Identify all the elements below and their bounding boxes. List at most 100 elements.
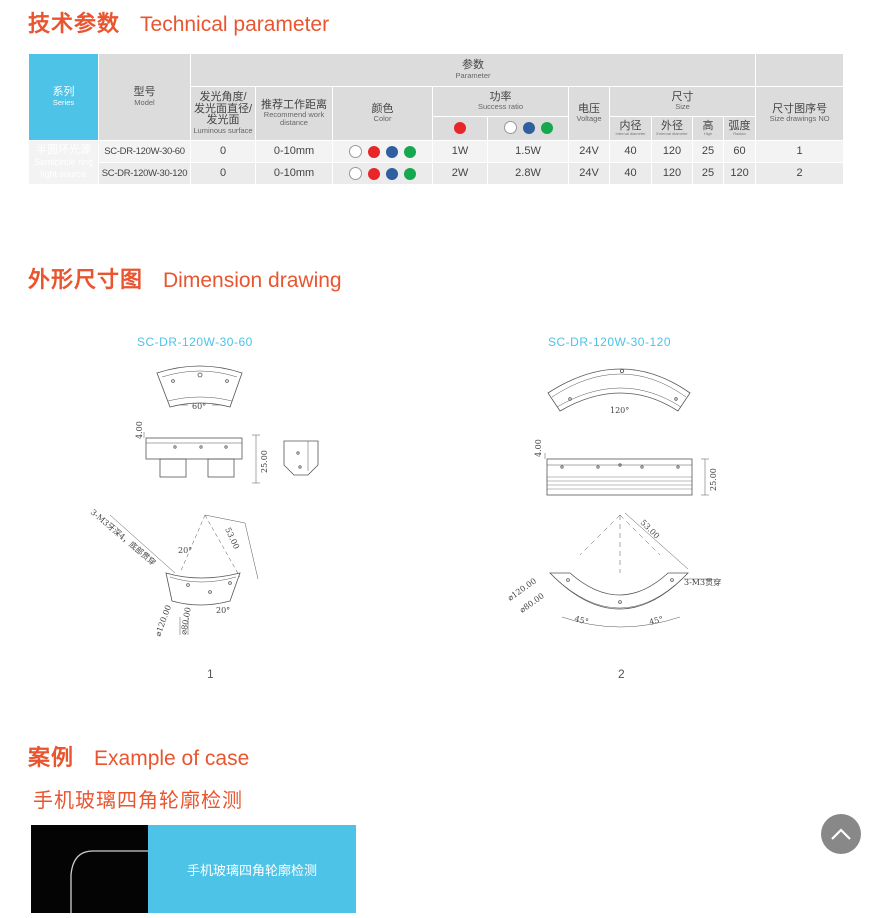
- green-color-dot: [404, 167, 416, 180]
- height-cell: 25: [692, 162, 724, 185]
- height-header-zh: 高: [702, 119, 714, 132]
- radian-cell: 60: [722, 140, 757, 163]
- radian-header-zh: 弧度: [728, 119, 751, 132]
- voltage-cell: 24V: [568, 140, 610, 163]
- power-mono-swatch-cell: [432, 116, 488, 141]
- blue-color-dot: [522, 121, 535, 134]
- power-rgbw-cell: 1.5W: [487, 140, 569, 163]
- power-mono-cell: 2W: [432, 162, 488, 185]
- section-title-zh: 案例: [28, 746, 75, 771]
- series-name-zh: 半圆环光源: [36, 143, 91, 156]
- drawing-2-hole-note: 3-M3贯穿: [684, 577, 721, 587]
- drawing-2-angle-45b: 45°: [648, 615, 664, 627]
- case-card[interactable]: 手机玻璃四角轮廓检测: [31, 825, 356, 913]
- inner-header-zh: 内径: [619, 119, 642, 132]
- radian-cell: 120: [722, 162, 757, 185]
- drawing-no-header: 尺寸图序号 Size drawings NO: [755, 86, 845, 141]
- drawing-1-angle-20b: 20°: [216, 606, 230, 615]
- distance-header-en2: distance: [280, 118, 308, 128]
- drawing-2-title: SC-DR-120W-30-120: [548, 335, 671, 349]
- white-color-dot: [349, 145, 362, 158]
- drawing-no-cell: 1: [755, 140, 845, 163]
- blue-color-dot: [386, 145, 398, 158]
- red-color-dot: [454, 121, 466, 134]
- distance-cell: 0-10mm: [255, 140, 333, 163]
- white-color-dot: [349, 167, 362, 180]
- parameter-header-en: Parameter: [455, 70, 491, 80]
- section-title-zh: 技术参数: [28, 12, 121, 37]
- red-color-dot: [368, 167, 380, 180]
- red-color-dot: [368, 145, 380, 158]
- distance-header-en1: Recommend work: [263, 110, 325, 120]
- drawing-1-outer-dia: ⌀120.00: [153, 604, 173, 638]
- power-rgbw-cell: 2.8W: [487, 162, 569, 185]
- parameter-header: 参数 Parameter: [189, 53, 757, 87]
- drawing-1: 60° 4.00 25.00 53.00 20° 20° ⌀120.00 ⌀80…: [89, 365, 319, 638]
- model-header-zh: 型号: [133, 86, 156, 99]
- angle-cell: 0: [190, 162, 256, 185]
- back-to-top-button[interactable]: [821, 814, 861, 854]
- voltage-cell: 24V: [568, 162, 610, 185]
- angle-header-zh2: 发光面直径/: [193, 102, 253, 115]
- inner-header: 内径 Internal diameter: [609, 116, 652, 141]
- distance-cell: 0-10mm: [255, 162, 333, 185]
- drawing-1-title: SC-DR-120W-30-60: [137, 335, 253, 349]
- color-cell: [332, 162, 433, 185]
- color-header-zh: 颜色: [371, 102, 394, 115]
- power-header-zh: 功率: [489, 90, 512, 103]
- voltage-header-zh: 电压: [578, 102, 600, 115]
- drawing-2: 120° 4.00 25.00 53.00 ⌀120.00 ⌀80.00 3-M…: [506, 368, 721, 628]
- power-mono-cell: 1W: [432, 140, 488, 163]
- drawing-no-cell: 2: [755, 162, 845, 185]
- parameter-table: 系列 Series 型号 Model 参数 Parameter 发光角度/ 发光…: [28, 53, 845, 185]
- drawing-no-header-zh: 尺寸图序号: [772, 102, 828, 115]
- model-header-en: Model: [134, 97, 155, 107]
- model-header: 型号 Model: [98, 53, 191, 141]
- series-header: 系列 Series: [28, 53, 99, 141]
- drawing-1-angle-label: 60°: [192, 402, 206, 411]
- section-title-dims: 外形尺寸图 Dimension drawing: [28, 262, 342, 294]
- drawing-1-inner-dia: ⌀80.00: [179, 606, 193, 635]
- radian-header-en: Radian: [733, 131, 746, 137]
- color-header-en: Color: [373, 114, 392, 124]
- outer-cell: 120: [651, 140, 693, 163]
- size-header: 尺寸 Size: [608, 86, 757, 117]
- inner-cell: 40: [609, 140, 652, 163]
- drawing-2-angle-label: 120°: [610, 406, 629, 415]
- series-name-en1: Semicircle ring: [33, 157, 93, 168]
- voltage-header: 电压 Voltage: [568, 86, 610, 141]
- drawing-1-hole-note: 3-M3牙深4，底部贯穿: [89, 507, 158, 567]
- series-header-en: Series: [52, 97, 75, 107]
- angle-header-zh1: 发光角度/: [199, 91, 247, 104]
- case-image: [31, 825, 148, 913]
- section-title-en: Technical parameter: [140, 13, 330, 36]
- section-title-en: Dimension drawing: [163, 269, 342, 292]
- drawing-1-height-label: 25.00: [260, 450, 269, 473]
- power-header-en: Success ratio: [477, 102, 524, 112]
- drawing-1-radius-label: 53.00: [223, 526, 241, 551]
- height-header-en: High: [703, 131, 713, 137]
- angle-header-zh3: 发光面: [206, 114, 240, 127]
- series-name-en2: light source: [40, 169, 87, 180]
- drawing-1-angle-20a: 20°: [178, 546, 192, 555]
- color-header: 颜色 Color: [332, 86, 433, 141]
- blue-color-dot: [386, 167, 398, 180]
- outer-cell: 120: [651, 162, 693, 185]
- blank-header: [755, 53, 845, 87]
- drawing-2-thickness-label: 4.00: [534, 439, 543, 457]
- section-title-case: 案例 Example of case: [28, 740, 249, 772]
- size-header-en: Size: [675, 102, 690, 112]
- section-title-params: 技术参数 Technical parameter: [28, 6, 329, 38]
- drawing-2-height-label: 25.00: [709, 468, 718, 491]
- case-subtitle: 手机玻璃四角轮廓检测: [33, 788, 243, 812]
- height-cell: 25: [692, 140, 724, 163]
- green-color-dot: [404, 145, 416, 158]
- section-title-en: Example of case: [94, 747, 250, 770]
- outer-header-zh: 外径: [661, 119, 683, 132]
- green-color-dot: [540, 121, 553, 134]
- color-cell: [332, 140, 433, 163]
- drawing-2-angle-45a: 45°: [573, 614, 589, 626]
- distance-header-zh: 推荐工作距离: [261, 98, 327, 111]
- drawing-1-thickness-label: 4.00: [135, 421, 144, 439]
- angle-cell: 0: [190, 140, 256, 163]
